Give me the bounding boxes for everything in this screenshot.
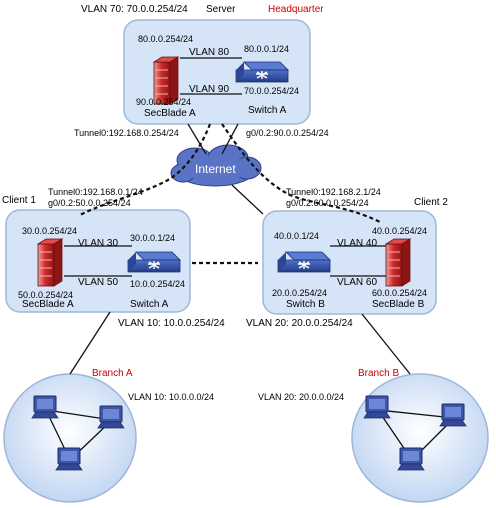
client2-switch-ip-40: 40.0.0.1/24	[274, 231, 320, 241]
client2-secblade-ip-40: 40.0.0.254/24	[372, 226, 428, 236]
client1-vlan50-label: VLAN 50	[78, 277, 119, 288]
client2-switch-icon	[277, 251, 331, 273]
hq-tunnel-label: Tunnel0:192.168.0.254/24	[74, 128, 179, 138]
client1-switch-icon	[127, 251, 181, 273]
client2-secblade-name: SecBlade B	[372, 299, 425, 310]
branch-a-pc-icon	[97, 405, 125, 429]
branch-a-pc-icon	[31, 395, 59, 419]
client2-title: Client 2	[414, 197, 448, 208]
client1-box	[5, 209, 191, 313]
client2-vlan40-label: VLAN 40	[337, 238, 378, 249]
client1-secblade-firewall-icon	[37, 238, 63, 287]
hq-subif-label: g0/0.2:90.0.0.254/24	[246, 128, 329, 138]
client2-subif-label: g0/0.2:60.0.0.254/24	[286, 198, 369, 208]
hq-vlan70-label: VLAN 70: 70.0.0.254/24	[81, 4, 188, 15]
hq-secblade-ip-80: 80.0.0.254/24	[138, 34, 194, 44]
client1-vlan30-label: VLAN 30	[78, 238, 119, 249]
client1-secblade-ip-30: 30.0.0.254/24	[22, 226, 78, 236]
branch-a-title: Branch A	[92, 368, 133, 379]
branch-b-pc-icon	[397, 447, 425, 471]
hq-switch-icon	[235, 61, 289, 83]
hq-switch-ip-70: 70.0.0.254/24	[244, 86, 300, 96]
hq-vlan80-label: VLAN 80	[189, 47, 230, 58]
client2-switch-ip-20: 20.0.0.254/24	[272, 288, 328, 298]
hq-secblade-name: SecBlade A	[144, 108, 196, 119]
branch-b-area	[351, 373, 489, 503]
hq-server-label: Server	[206, 4, 236, 15]
internet-label: Internet	[195, 162, 236, 176]
client1-secblade-ip-50: 50.0.0.254/24	[18, 290, 74, 300]
client2-vlan60-label: VLAN 60	[337, 277, 378, 288]
internet-cloud	[170, 144, 262, 187]
tunnel-links	[79, 123, 381, 265]
hq-switch-name: Switch A	[248, 105, 287, 116]
client2-switch-name: Switch B	[286, 299, 325, 310]
branch-b-vlan-label: VLAN 20: 20.0.0.0/24	[258, 392, 345, 402]
client1-switch-name: Switch A	[130, 299, 169, 310]
branch-b-pc-icon	[439, 403, 467, 427]
branch-b-title: Branch B	[358, 368, 400, 379]
client1-title: Client 1	[2, 195, 36, 206]
client2-tunnel-label: Tunnel0:192.168.2.1/24	[286, 187, 381, 197]
hq-switch-ip-80: 80.0.0.1/24	[244, 44, 290, 54]
client1-tunnel-label: Tunnel0:192.168.0.1/24	[48, 187, 143, 197]
client2-secblade-firewall-icon	[385, 238, 411, 287]
branch-a-area	[3, 373, 137, 503]
hq-secblade-ip-90: 90.0.0.254/24	[136, 97, 192, 107]
client1-vlan10-label: VLAN 10: 10.0.0.254/24	[118, 318, 225, 329]
client1-subif-label: g0/0.2:50.0.0.254/24	[48, 198, 131, 208]
client2-secblade-ip-60: 60.0.0.254/24	[372, 288, 428, 298]
client1-secblade-name: SecBlade A	[22, 299, 74, 310]
branch-b-pc-icon	[363, 395, 391, 419]
client1-switch-ip-10: 10.0.0.254/24	[130, 279, 186, 289]
hq-title: Headquarter	[268, 4, 324, 15]
client2-vlan20-label: VLAN 20: 20.0.0.254/24	[246, 318, 353, 329]
branch-a-vlan-label: VLAN 10: 10.0.0.0/24	[128, 392, 215, 402]
hq-vlan90-label: VLAN 90	[189, 84, 230, 95]
branch-a-pc-icon	[55, 447, 83, 471]
client1-switch-ip-30: 30.0.0.1/24	[130, 233, 176, 243]
